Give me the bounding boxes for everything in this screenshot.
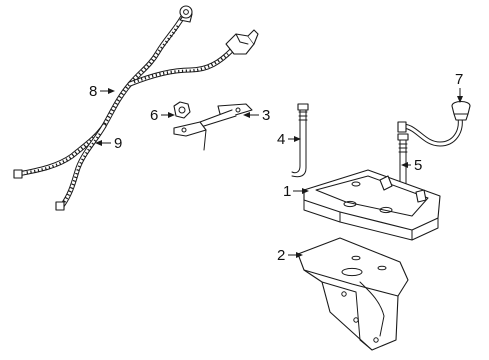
callout-number: 5 bbox=[414, 157, 422, 174]
callout-7: 7 bbox=[455, 71, 463, 103]
callout-3: 3 bbox=[243, 107, 270, 124]
callout-number: 2 bbox=[277, 247, 285, 264]
callout-8: 8 bbox=[89, 83, 115, 100]
callout-2: 2 bbox=[277, 247, 303, 264]
tray-support-bracket bbox=[297, 237, 409, 351]
callout-number: 1 bbox=[283, 183, 291, 200]
sensor-lead bbox=[397, 100, 471, 147]
callout-4: 4 bbox=[277, 131, 301, 148]
callout-number: 3 bbox=[262, 107, 270, 124]
callout-number: 6 bbox=[150, 107, 158, 124]
callout-1: 1 bbox=[283, 183, 309, 200]
callout-9: 9 bbox=[95, 135, 122, 152]
callout-number: 4 bbox=[277, 131, 285, 148]
callout-5: 5 bbox=[401, 157, 422, 174]
callout-number: 7 bbox=[455, 71, 463, 88]
callout-number: 9 bbox=[114, 135, 122, 152]
callout-number: 8 bbox=[89, 83, 97, 100]
hex-nut bbox=[173, 101, 191, 119]
j-bolt bbox=[291, 103, 309, 178]
callout-6: 6 bbox=[150, 107, 175, 124]
battery-tray bbox=[303, 169, 441, 241]
battery-cable-harness bbox=[13, 5, 259, 211]
hold-down-bracket bbox=[173, 103, 253, 151]
